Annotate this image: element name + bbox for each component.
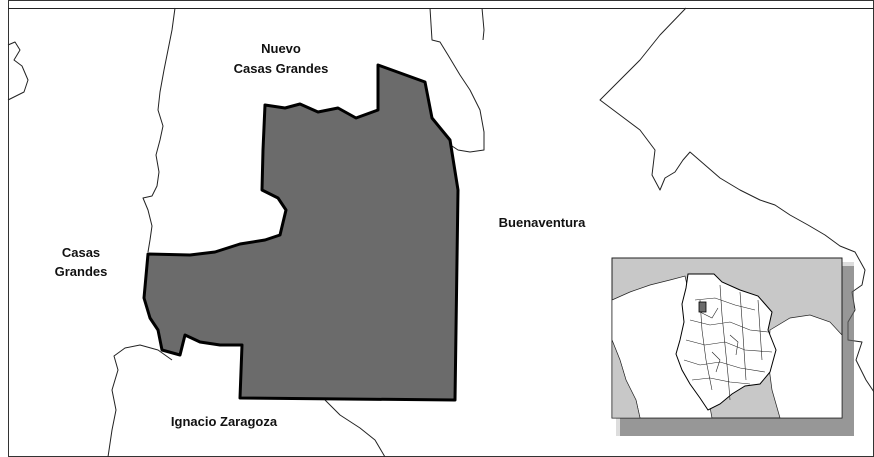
inset-highlight	[698, 301, 707, 313]
boundary-west	[7, 7, 176, 253]
inset-municipal-lines	[683, 284, 773, 401]
label-ignacio-zaragoza: Ignacio Zaragoza	[171, 414, 278, 429]
inset-locator-map	[611, 257, 843, 419]
inset-coast	[611, 339, 641, 419]
label-casas-grandes-line2: Grandes	[55, 264, 108, 279]
highlighted-municipality	[142, 63, 460, 402]
inset-land-east	[767, 314, 843, 419]
label-casas-grandes-line1: Casas	[62, 245, 100, 260]
label-nuevo-casas-grandes-line1: Nuevo	[261, 41, 301, 56]
boundary-ignacio-zaragoza	[107, 344, 386, 457]
label-nuevo-casas-grandes-line2: Casas Grandes	[234, 61, 329, 76]
boundary-nuevo-casas-grandes	[429, 7, 485, 153]
label-buenaventura: Buenaventura	[499, 215, 586, 230]
